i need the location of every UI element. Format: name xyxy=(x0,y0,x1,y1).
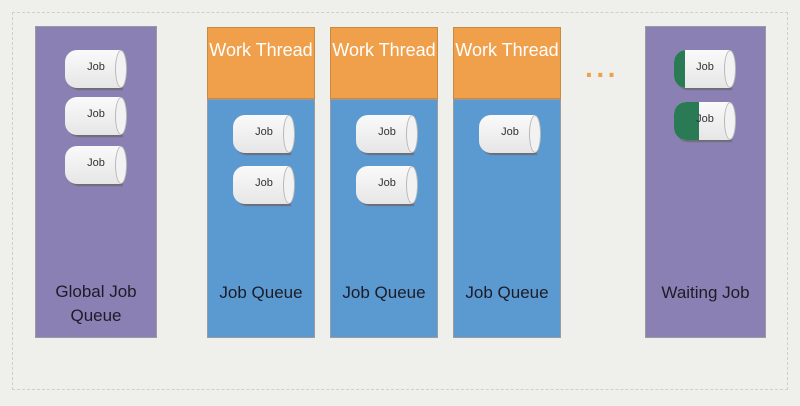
job-cylinder: Job xyxy=(356,115,418,153)
job-end xyxy=(283,166,295,204)
job-end xyxy=(406,166,418,204)
job-body xyxy=(479,115,535,153)
job-body xyxy=(65,50,121,88)
job-body xyxy=(233,166,289,204)
waiting-job-cylinder: Job xyxy=(674,50,736,88)
waiting-job-cylinder: Job xyxy=(674,102,736,140)
job-body xyxy=(356,166,412,204)
job-body xyxy=(356,115,412,153)
job-end xyxy=(529,115,541,153)
job-cylinder: Job xyxy=(233,166,295,204)
thread-job-queue-label-3: Job Queue xyxy=(465,283,549,302)
diagram-frame xyxy=(12,12,788,390)
work-thread-header-3: Work Thread xyxy=(453,27,561,99)
job-end xyxy=(283,115,295,153)
job-body xyxy=(65,146,121,184)
job-cylinder: Job xyxy=(233,115,295,153)
job-body xyxy=(233,115,289,153)
job-end xyxy=(115,146,127,184)
work-thread-header-1: Work Thread xyxy=(207,27,315,99)
job-body xyxy=(65,97,121,135)
job-end xyxy=(115,97,127,135)
job-label: Job xyxy=(255,126,273,138)
job-label: Job xyxy=(501,126,519,138)
job-cylinder: Job xyxy=(356,166,418,204)
job-progress-fill xyxy=(674,50,686,88)
waiting-job-label: Waiting Job xyxy=(661,283,750,302)
job-label: Job xyxy=(378,177,396,189)
job-label: Job xyxy=(696,113,714,125)
job-label: Job xyxy=(87,108,105,120)
ellipsis: ··· xyxy=(585,59,619,90)
thread-job-queue-label-1: Job Queue xyxy=(219,283,303,302)
job-label: Job xyxy=(696,61,714,73)
thread-job-queue-label-2: Job Queue xyxy=(342,283,426,302)
job-cylinder: Job xyxy=(65,146,127,184)
job-body xyxy=(674,50,730,88)
work-thread-header-2: Work Thread xyxy=(330,27,438,99)
job-end xyxy=(115,50,127,88)
global-job-queue-label: Global Job Queue xyxy=(55,282,137,325)
job-label: Job xyxy=(378,126,396,138)
job-end xyxy=(406,115,418,153)
job-label: Job xyxy=(87,61,105,73)
job-cylinder: Job xyxy=(65,50,127,88)
job-cylinder: Job xyxy=(65,97,127,135)
job-cylinder: Job xyxy=(479,115,541,153)
job-progress-fill xyxy=(674,102,700,140)
job-label: Job xyxy=(255,177,273,189)
job-end xyxy=(724,102,736,140)
job-body xyxy=(674,102,730,140)
job-label: Job xyxy=(87,157,105,169)
job-end xyxy=(724,50,736,88)
